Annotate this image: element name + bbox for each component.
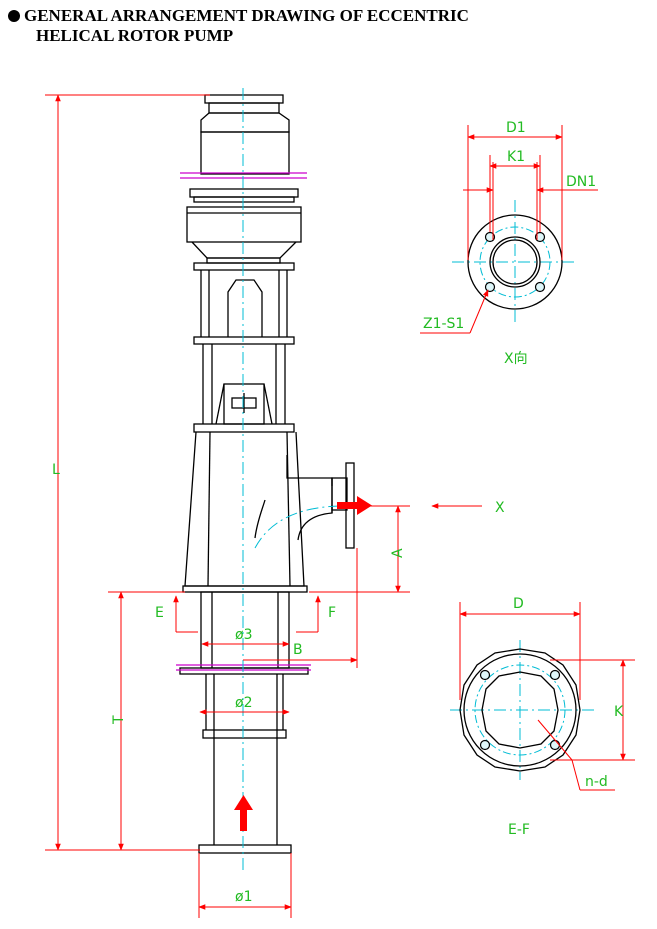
ef-view-section: D K n-d E-F [459, 596, 635, 838]
label-E: E [155, 605, 164, 621]
red-arrow-icon [234, 496, 372, 831]
label-phi1: ø1 [235, 889, 252, 905]
label-phi3: ø3 [235, 627, 252, 643]
label-K1: K1 [507, 149, 525, 165]
label-L: L [52, 462, 60, 478]
dimension-lines [45, 94, 482, 918]
title-block: GENERAL ARRANGEMENT DRAWING OF ECCENTRIC… [8, 6, 469, 46]
x-view-flange: D1 K1 DN1 Z1-S1 X向 [420, 120, 598, 367]
label-B: B [293, 642, 303, 658]
title-line-1: GENERAL ARRANGEMENT DRAWING OF ECCENTRIC [8, 6, 469, 26]
label-DN1: DN1 [566, 174, 596, 190]
label-F: F [328, 605, 336, 621]
label-D: D [513, 596, 524, 612]
title-line-2: HELICAL ROTOR PUMP [36, 26, 234, 45]
label-A: A [390, 548, 406, 558]
label-K: K [614, 704, 624, 720]
label-X: X [495, 500, 505, 516]
pump-body [179, 94, 355, 854]
label-x-view: X向 [504, 351, 528, 367]
label-nd: n-d [585, 774, 608, 790]
bullet-icon [8, 10, 20, 22]
label-Z1S1: Z1-S1 [423, 316, 464, 332]
label-T: T [111, 715, 127, 725]
label-D1: D1 [506, 120, 526, 136]
label-phi2: ø2 [235, 695, 252, 711]
center-lines [242, 88, 595, 870]
label-ef-view: E-F [508, 822, 530, 838]
